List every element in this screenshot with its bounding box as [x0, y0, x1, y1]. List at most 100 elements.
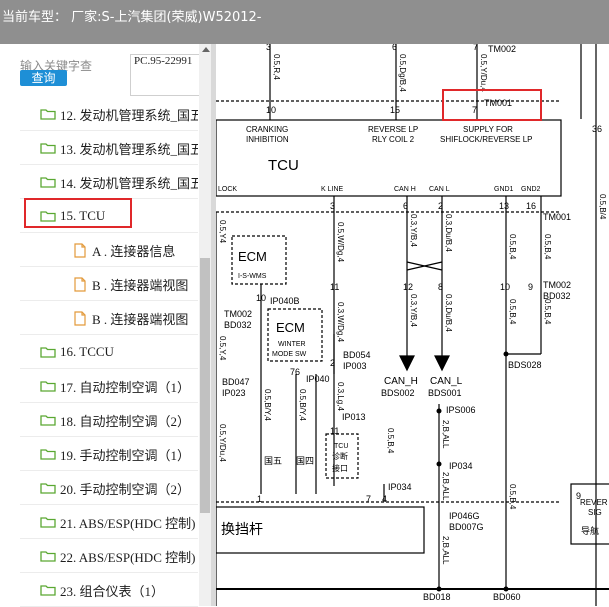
- wire-label: 0.5,Y4: [218, 220, 227, 244]
- folder-icon: [40, 176, 56, 188]
- code-field[interactable]: PC.95-22991: [130, 54, 206, 96]
- scroll-up-arrow-icon[interactable]: [202, 47, 210, 52]
- module-label: ECM: [238, 249, 267, 264]
- search-button[interactable]: 查询: [20, 70, 67, 86]
- wiring-diagram-svg: 3 6 7 TM002 TM001 10 15 7 CRANKING INHIB…: [216, 44, 609, 606]
- wiring-diagram: 3 6 7 TM002 TM001 10 15 7 CRANKING INHIB…: [216, 44, 609, 606]
- pin-function: RLY COIL 2: [372, 135, 415, 144]
- module-label: ECM: [276, 320, 305, 335]
- pin-function: GND1: [494, 186, 514, 193]
- folder-icon: [40, 108, 56, 120]
- module-sub: 导航: [581, 525, 599, 536]
- module-sub: WINTER: [278, 341, 306, 348]
- search-input[interactable]: 输入关键字查: [20, 59, 93, 73]
- pin-label: 9: [576, 491, 581, 501]
- connector-label: TM002: [543, 280, 571, 290]
- pin-label: 10: [500, 282, 510, 292]
- pin-label: 11: [330, 282, 339, 292]
- module-label: 换挡杆: [221, 521, 263, 537]
- tree-item[interactable]: 13. 发动机管理系统_国五: [40, 135, 198, 161]
- splitter[interactable]: [211, 44, 216, 606]
- tree-item-label: 20. 手动控制空调（2）: [60, 481, 191, 497]
- tree-item-label: 12. 发动机管理系统_国五: [60, 107, 198, 123]
- tree-item[interactable]: B . 连接器端视图: [74, 305, 200, 331]
- wire-label: 0.5,B/4: [598, 194, 607, 220]
- tree-item[interactable]: 20. 手动控制空调（2）: [40, 475, 198, 501]
- tree-item[interactable]: 16. TCCU: [40, 339, 198, 365]
- row-divider: [20, 470, 198, 471]
- folder-icon: [40, 482, 56, 494]
- wire-label: 0.5,Dg/B,4: [398, 54, 407, 92]
- folder-icon: [40, 448, 56, 460]
- tree-item[interactable]: 23. 组合仪表（1）: [40, 577, 198, 603]
- pin-label: 2: [330, 358, 335, 368]
- wire-label: 0.5,Y/Du,4: [479, 54, 488, 92]
- connector-label: IP003: [343, 361, 367, 371]
- connector-label: TM002: [488, 44, 516, 54]
- folder-icon: [40, 380, 56, 392]
- wire-label: 0.3,Y/B,4: [409, 214, 418, 247]
- highlight-tm001: [442, 89, 542, 121]
- tree-item-label: 14. 发动机管理系统_国五: [60, 175, 198, 191]
- document-icon: [74, 242, 86, 258]
- pin-function: INHIBITION: [246, 135, 289, 144]
- connector-label: TM002: [224, 309, 252, 319]
- row-divider: [20, 300, 198, 301]
- tree-item[interactable]: 17. 自动控制空调（1）: [40, 373, 198, 399]
- connector-label: BD047: [222, 377, 250, 387]
- row-divider: [20, 538, 198, 539]
- scroll-thumb[interactable]: [200, 258, 210, 513]
- connector-label: BD060: [493, 592, 521, 602]
- wire-label: 0.5,B,4: [543, 299, 552, 325]
- pin-function: GND2: [521, 186, 541, 193]
- tree-item-label: 15. TCU: [60, 208, 106, 223]
- tree-item-label: B . 连接器端视图: [92, 311, 189, 327]
- tree-item[interactable]: 15. TCU: [40, 203, 198, 229]
- tree-item-label: 22. ABS/ESP(HDC 控制): [60, 549, 196, 565]
- connector-label: IP034: [449, 461, 473, 471]
- pin-label: 10: [256, 293, 266, 303]
- pin-function: LOCK: [218, 186, 237, 193]
- tree-item-label: 23. 组合仪表（1）: [60, 583, 165, 599]
- connector-label: BD032: [224, 320, 252, 330]
- row-divider: [20, 266, 198, 267]
- module-sub: I-S-WMS: [238, 273, 267, 280]
- connector-label: BD054: [343, 350, 371, 360]
- tree-item[interactable]: 21. ABS/ESP(HDC 控制): [40, 509, 198, 535]
- tree-item[interactable]: B . 连接器端视图: [74, 271, 200, 297]
- wire-label: 2,B,ALL: [441, 420, 450, 449]
- pin-label: 9: [528, 282, 533, 292]
- module-sub: REVER: [580, 498, 608, 507]
- pin-function: K LINE: [321, 186, 344, 193]
- tree-item[interactable]: 19. 手动控制空调（1）: [40, 441, 198, 467]
- signal-label: CAN_H: [384, 376, 418, 387]
- tree-item-label: 17. 自动控制空调（1）: [60, 379, 191, 395]
- module-label: TCU: [268, 157, 299, 174]
- module-sub: SIG: [588, 508, 602, 517]
- tree-item[interactable]: 22. ABS/ESP(HDC 控制): [40, 543, 198, 569]
- wire-label: 0.3,Du/B,4: [444, 214, 453, 252]
- pin-label: 6: [403, 201, 408, 211]
- pin-label: 13: [499, 201, 509, 211]
- connector-label: BDS028: [508, 360, 542, 370]
- pin-label: 11: [330, 426, 339, 436]
- tree-item[interactable]: A . 连接器信息: [74, 237, 200, 263]
- tree-item[interactable]: 18. 自动控制空调（2）: [40, 407, 198, 433]
- wire-label: 0.5,W/Dg,4: [336, 222, 345, 263]
- connector-label: IP023: [222, 388, 246, 398]
- window-title: 当前车型： 厂家:S-上汽集团(荣威)W52012-: [2, 10, 262, 25]
- folder-icon: [40, 584, 56, 596]
- tree-item-label: B . 连接器端视图: [92, 277, 189, 293]
- row-divider: [20, 504, 198, 505]
- pin-label: 7: [472, 105, 477, 115]
- wire-label: 2,B,ALL: [441, 472, 450, 501]
- tree-item[interactable]: 12. 发动机管理系统_国五: [40, 101, 198, 127]
- wire-label: 0.5,B/Y,4: [298, 389, 307, 421]
- variant-label: 国四: [296, 456, 314, 466]
- pin-function: CAN L: [429, 186, 450, 193]
- pin-label: 3: [266, 44, 271, 52]
- wire-label: 0.5,B,4: [508, 234, 517, 260]
- pin-label: 1: [257, 494, 262, 504]
- tree-item[interactable]: 14. 发动机管理系统_国五: [40, 169, 198, 195]
- variant-label: 国五: [264, 456, 282, 466]
